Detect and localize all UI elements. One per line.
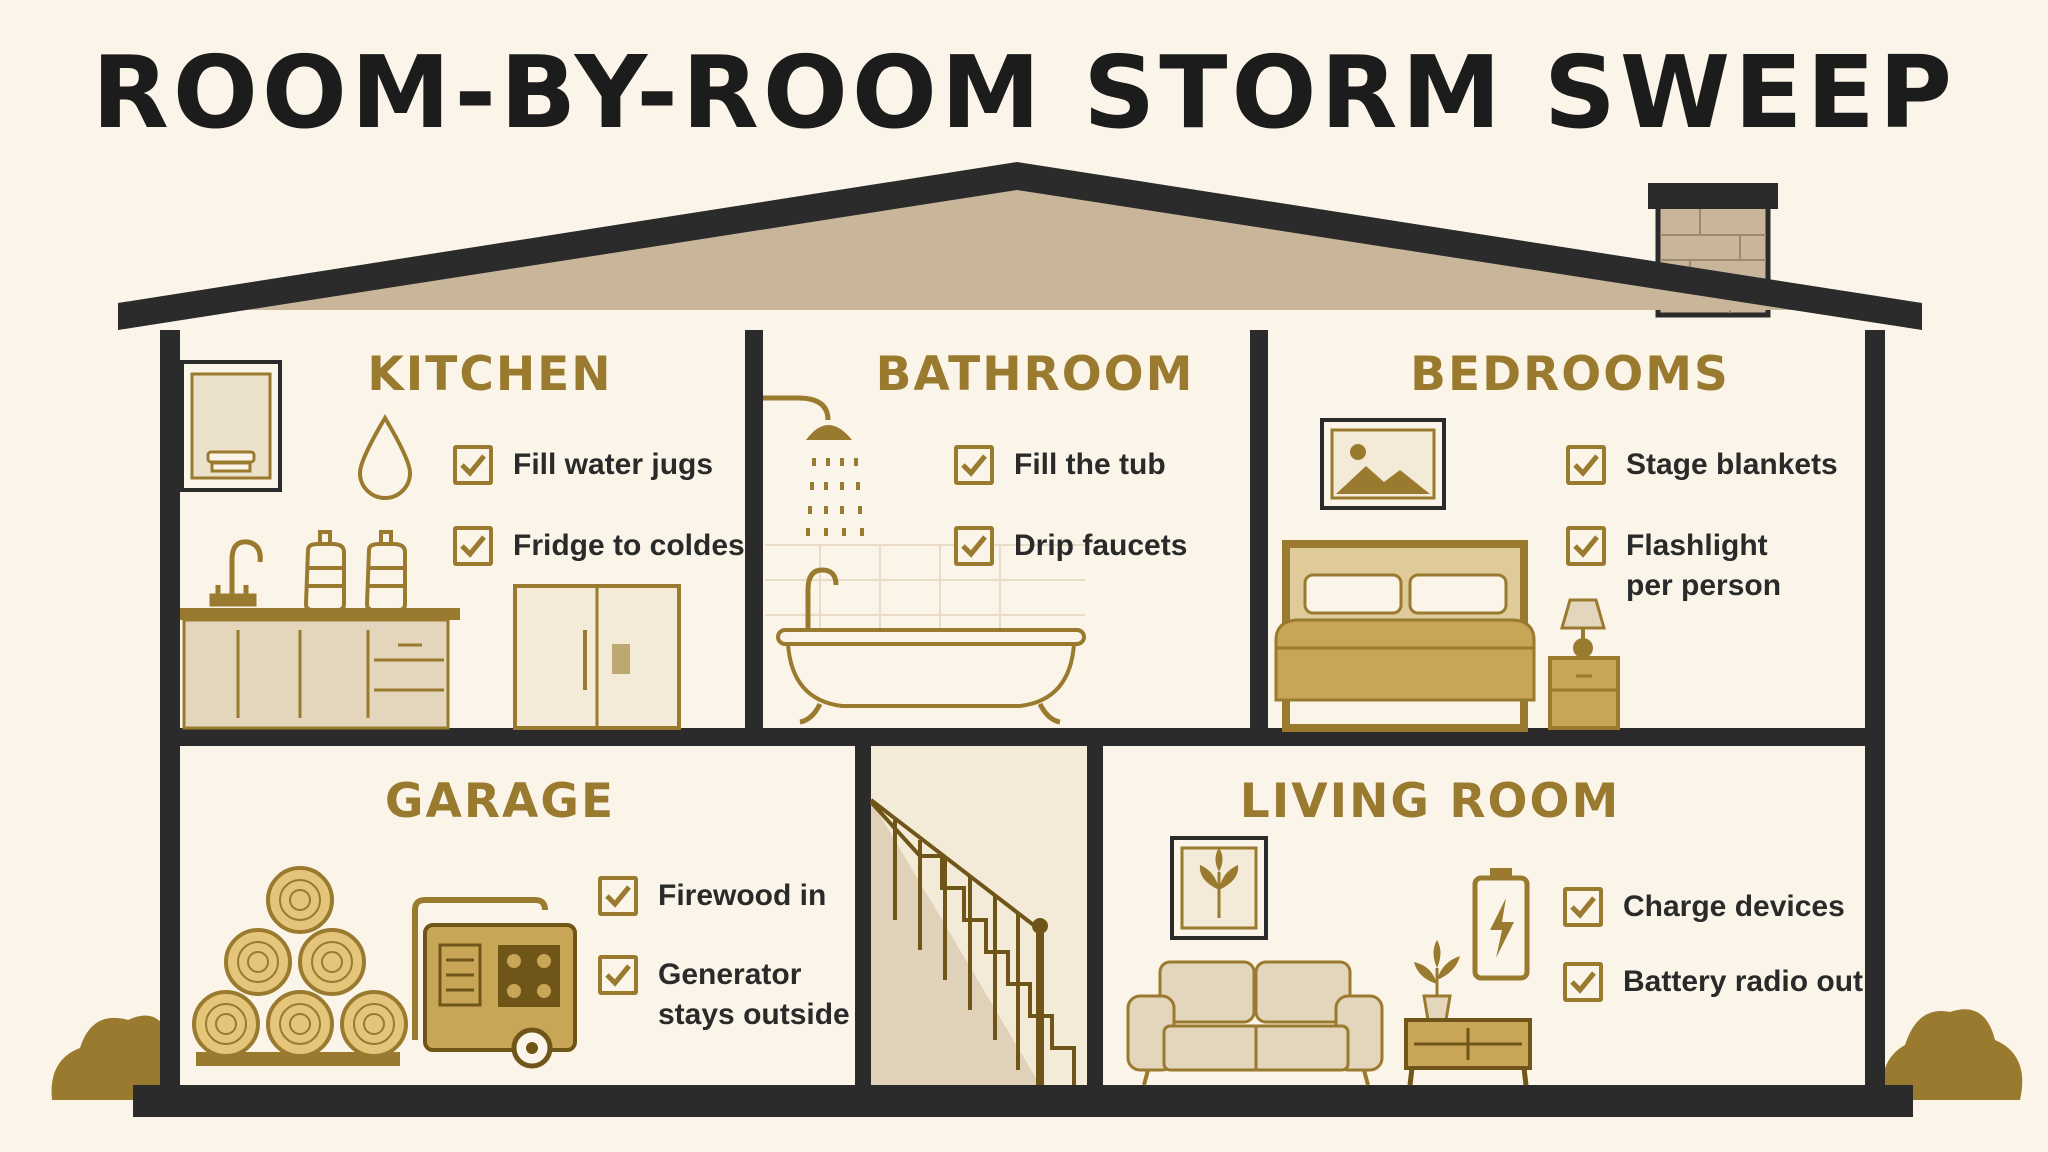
checkbox-checked[interactable] (1563, 962, 1603, 1002)
task-bedrooms-flashlight: Flashlight per person (1566, 526, 1781, 606)
room-title-bedrooms: BEDROOMS (1410, 347, 1730, 402)
task-label: Charge devices (1623, 890, 1845, 923)
checkbox-checked[interactable] (453, 445, 493, 485)
task-label: Flashlight per person (1626, 526, 1781, 606)
counter-icon (180, 608, 460, 730)
staircase-icon (869, 746, 1087, 1085)
task-label-line-2: per person (1626, 569, 1782, 602)
check-icon (961, 535, 987, 558)
task-kitchen-fill-water-jugs: Fill water jugs (453, 445, 713, 485)
room-title-living-room: LIVING ROOM (1239, 774, 1621, 829)
check-icon (1573, 454, 1599, 477)
shrub-right (1881, 1009, 2023, 1100)
lamp-icon (1560, 598, 1606, 658)
checkbox-checked[interactable] (1566, 445, 1606, 485)
task-label: Drip faucets (1014, 529, 1188, 562)
task-label: Generator stays outside (658, 955, 850, 1035)
task-garage-generator: Generator stays outside (598, 955, 850, 1035)
task-label-line-1: Generator (658, 958, 802, 991)
roof (118, 162, 1922, 330)
sofa-icon (1126, 960, 1384, 1086)
bed-icon (1274, 540, 1536, 732)
task-label-line-1: Flashlight (1626, 529, 1768, 562)
cabinet-icon (180, 360, 282, 492)
task-kitchen-fridge-to-coldest: Fridge to coldest (453, 526, 755, 566)
check-icon (1570, 896, 1596, 919)
check-icon (1570, 971, 1596, 994)
shrub-left (51, 1015, 193, 1100)
task-label: Fill the tub (1014, 448, 1166, 481)
fridge-icon (513, 584, 681, 730)
task-label: Firewood in (658, 879, 827, 912)
bathtub-icon (776, 567, 1086, 725)
checkbox-checked[interactable] (954, 445, 994, 485)
generator-icon (412, 897, 577, 1069)
check-icon (605, 964, 631, 987)
task-label: Fridge to coldest (513, 529, 755, 562)
page-title: ROOM-BY-ROOM STORM SWEEP (91, 34, 1957, 151)
task-label: Stage blankets (1626, 448, 1838, 481)
task-living-room-charge-devices: Charge devices (1563, 887, 1845, 927)
task-living-room-battery-radio-out: Battery radio out (1563, 962, 1863, 1002)
faucet-icon (209, 539, 263, 607)
check-icon (1573, 535, 1599, 558)
checkbox-checked[interactable] (1563, 887, 1603, 927)
tile-wall (765, 544, 1085, 635)
checkbox-checked[interactable] (453, 526, 493, 566)
water-drop-icon (357, 414, 413, 500)
task-garage-firewood-in: Firewood in (598, 876, 826, 916)
checkbox-checked[interactable] (598, 876, 638, 916)
task-bedrooms-stage-blankets: Stage blankets (1566, 445, 1838, 485)
picture-frame-icon (1320, 418, 1446, 510)
room-title-kitchen: KITCHEN (367, 347, 613, 402)
task-bathroom-drip-faucets: Drip faucets (954, 526, 1187, 566)
check-icon (460, 535, 486, 558)
shower-icon (763, 395, 864, 536)
plant-frame-icon (1170, 836, 1268, 940)
check-icon (961, 454, 987, 477)
plant-icon (1414, 940, 1460, 1022)
task-label-line-2: stays outside (658, 998, 850, 1031)
task-label: Battery radio out (1623, 965, 1864, 998)
task-bathroom-fill-the-tub: Fill the tub (954, 445, 1166, 485)
check-icon (460, 454, 486, 477)
room-title-bathroom: BATHROOM (875, 347, 1195, 402)
check-icon (605, 885, 631, 908)
firewood-icon (192, 866, 408, 1066)
room-title-garage: GARAGE (384, 774, 616, 829)
nightstand-icon (1548, 656, 1620, 730)
battery-charge-icon (1472, 868, 1530, 981)
checkbox-checked[interactable] (954, 526, 994, 566)
checkbox-checked[interactable] (598, 955, 638, 995)
side-table-icon (1404, 1018, 1532, 1086)
task-label: Fill water jugs (513, 448, 714, 481)
checkbox-checked[interactable] (1566, 526, 1606, 566)
